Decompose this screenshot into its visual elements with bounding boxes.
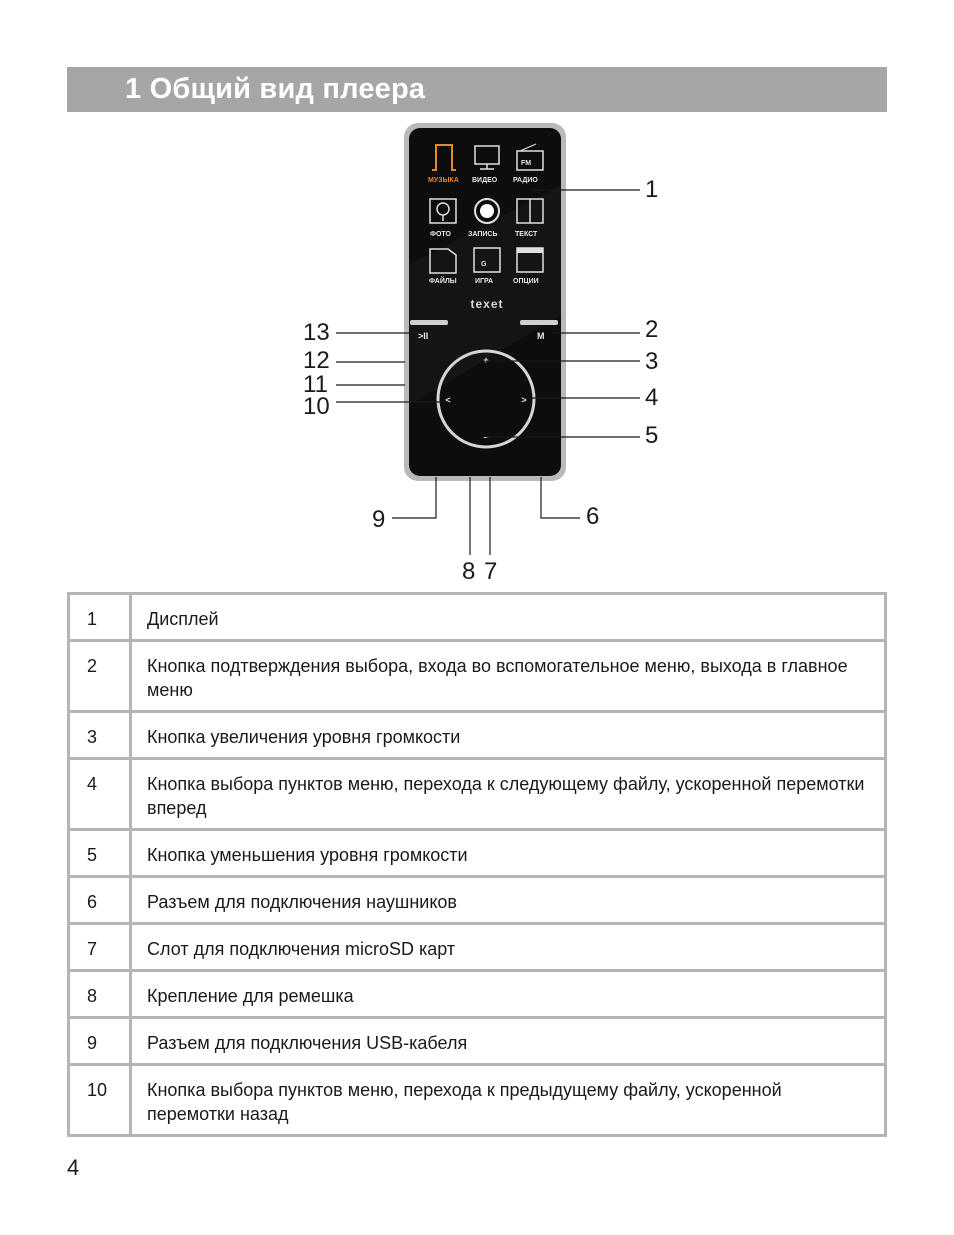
volume-up-button[interactable]: +	[483, 355, 488, 365]
callout-10: 10	[303, 393, 330, 420]
part-number: 5	[70, 831, 132, 878]
part-description: Крепление для ремешка	[132, 972, 884, 1019]
monitor-icon	[474, 145, 500, 170]
brand-logo: texet	[470, 297, 503, 311]
part-number: 10	[70, 1066, 132, 1134]
fm-radio-icon: FM	[516, 143, 544, 171]
play-pause-label: >II	[418, 331, 428, 341]
callout-7: 7	[484, 558, 497, 585]
table-row: 4 Кнопка выбора пунктов меню, перехода к…	[70, 760, 884, 831]
part-description: Кнопка увеличения уровня громкости	[132, 713, 884, 760]
table-row: 9 Разъем для подключения USB-кабеля	[70, 1019, 884, 1066]
navigation-ring[interactable]	[436, 349, 536, 449]
play-pause-button[interactable]	[410, 320, 448, 325]
part-description: Разъем для подключения USB-кабеля	[132, 1019, 884, 1066]
callout-4: 4	[645, 384, 658, 411]
part-description: Слот для подключения microSD карт	[132, 925, 884, 972]
part-description: Разъем для подключения наушников	[132, 878, 884, 925]
callout-8: 8	[462, 558, 475, 585]
menu-button-label: M	[537, 331, 545, 341]
player-diagram-svg: FM МУЗЫКА ВИДЕО РАДИО ФОТО ЗАПИСЬ ТЕКСТ …	[303, 123, 658, 585]
svg-text:G: G	[481, 261, 487, 268]
part-number: 4	[70, 760, 132, 831]
menu-label-music: МУЗЫКА	[428, 177, 459, 184]
record-icon	[474, 198, 500, 224]
parts-table: 1 Дисплей 2 Кнопка подтверждения выбора,…	[67, 592, 887, 1137]
part-number: 2	[70, 642, 132, 713]
book-icon	[516, 198, 544, 224]
svg-text:FM: FM	[521, 160, 531, 167]
menu-label-game: ИГРА	[475, 278, 493, 285]
menu-label-radio: РАДИО	[513, 177, 538, 184]
folder-icon	[429, 248, 457, 274]
callout-9: 9	[372, 506, 385, 533]
menu-button[interactable]	[520, 320, 558, 325]
part-number: 1	[70, 595, 132, 642]
callout-2: 2	[645, 316, 658, 343]
section-title: 1 Общий вид плеера	[125, 73, 426, 105]
callout-3: 3	[645, 348, 658, 375]
menu-label-files: ФАЙЛЫ	[429, 276, 457, 285]
photo-icon	[429, 198, 457, 224]
options-icon	[516, 247, 544, 273]
menu-label-record: ЗАПИСЬ	[468, 231, 498, 238]
callout-1: 1	[645, 176, 658, 203]
part-description: Кнопка выбора пунктов меню, перехода к п…	[147, 1080, 782, 1124]
table-row: 6 Разъем для подключения наушников	[70, 878, 884, 925]
part-description: Кнопка уменьшения уровня громкости	[132, 831, 884, 878]
prev-button[interactable]: <	[445, 395, 450, 405]
part-description: Кнопка выбора пунктов меню, перехода к с…	[132, 760, 884, 831]
menu-label-photo: ФОТО	[430, 231, 452, 238]
callout-13: 13	[303, 319, 330, 346]
table-row: 5 Кнопка уменьшения уровня громкости	[70, 831, 884, 878]
part-number: 6	[70, 878, 132, 925]
table-row: 1 Дисплей	[70, 595, 884, 642]
table-row: 10 Кнопка выбора пунктов меню, перехода …	[70, 1066, 884, 1134]
table-row: 7 Слот для подключения microSD карт	[70, 925, 884, 972]
menu-label-options: ОПЦИИ	[513, 278, 539, 285]
callout-5: 5	[645, 422, 658, 449]
callout-11: 11	[303, 371, 328, 398]
music-note-icon	[432, 144, 456, 171]
menu-label-video: ВИДЕО	[472, 177, 498, 184]
table-row: 2 Кнопка подтверждения выбора, входа во …	[70, 642, 884, 713]
part-description: Дисплей	[132, 595, 884, 642]
part-description: Кнопка подтверждения выбора, входа во вс…	[132, 642, 884, 713]
next-button[interactable]: >	[521, 395, 526, 405]
table-row: 3 Кнопка увеличения уровня громкости	[70, 713, 884, 760]
part-number: 9	[70, 1019, 132, 1066]
player-diagram: FM МУЗЫКА ВИДЕО РАДИО ФОТО ЗАПИСЬ ТЕКСТ …	[0, 115, 954, 590]
part-number: 8	[70, 972, 132, 1019]
table-row: 8 Крепление для ремешка	[70, 972, 884, 1019]
menu-label-text: ТЕКСТ	[515, 231, 538, 238]
game-icon: G	[473, 247, 501, 273]
page-number: 4	[67, 1155, 80, 1180]
callout-6: 6	[586, 503, 599, 530]
section-title-bar: 1 Общий вид плеера	[67, 67, 887, 112]
part-number: 3	[70, 713, 132, 760]
callout-12: 12	[303, 347, 330, 374]
part-number: 7	[70, 925, 132, 972]
